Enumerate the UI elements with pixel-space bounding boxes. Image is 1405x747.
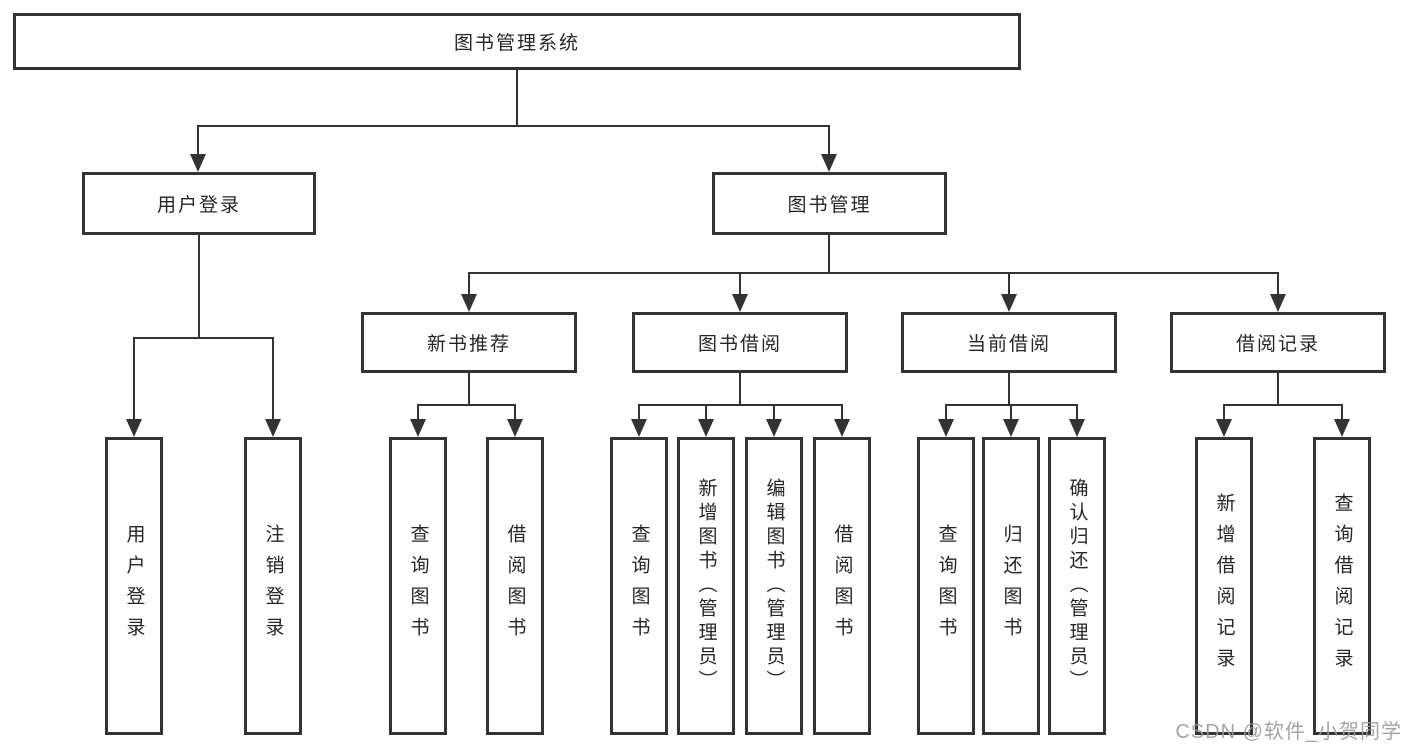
connector-current-stub	[1008, 373, 1010, 406]
arrowhead-leaf-user-login	[126, 419, 142, 437]
leaf-query-books-2: 查询图书	[610, 437, 668, 735]
connector-mgmt-arrowline-4	[1277, 272, 1279, 296]
leaf-add-borrow-record-label: 新增借阅记录	[1213, 493, 1235, 679]
connector-mgmt-arrowline-3	[1008, 272, 1010, 296]
leaf-borrow-books-2: 借阅图书	[813, 437, 871, 735]
connector-login-hbar	[134, 337, 274, 339]
leaf-edit-books-admin-label: 编辑图书（管理员）	[763, 478, 785, 694]
node-current-borrow: 当前借阅	[901, 312, 1117, 373]
leaf-add-books-admin: 新增图书（管理员）	[677, 437, 735, 735]
connector-records-arrowline-2	[1341, 404, 1343, 421]
node-borrow-records-label: 借阅记录	[1235, 334, 1320, 355]
arrowhead-user-login	[190, 154, 206, 172]
leaf-query-books-3: 查询图书	[917, 437, 975, 735]
connector-current-arrowline-3	[1076, 404, 1078, 421]
node-user-login-label: 用户登录	[156, 195, 241, 216]
arrowhead-query-borrow-record	[1334, 419, 1350, 437]
leaf-borrow-books-2-label: 借阅图书	[831, 524, 853, 648]
connector-records-hbar	[1224, 404, 1343, 406]
leaf-query-books-1-label: 查询图书	[407, 524, 429, 648]
connector-root-arrowline-left	[197, 125, 199, 156]
arrowhead-borrow-books-1	[507, 419, 523, 437]
leaf-add-books-admin-label: 新增图书（管理员）	[695, 478, 717, 694]
node-borrow-records: 借阅记录	[1170, 312, 1386, 373]
node-user-login: 用户登录	[82, 172, 316, 235]
connector-mgmt-stub	[828, 235, 830, 274]
node-new-book-recommend: 新书推荐	[361, 312, 577, 373]
arrowhead-add-borrow-record	[1216, 419, 1232, 437]
leaf-logout-label: 注销登录	[262, 524, 284, 648]
node-book-management: 图书管理	[712, 172, 947, 235]
connector-borrow-arrowline-1	[638, 404, 640, 421]
connector-recommend-stub	[468, 373, 470, 406]
connector-root-arrowline-right	[828, 125, 830, 156]
arrowhead-leaf-logout	[265, 419, 281, 437]
node-root-label: 图书管理系统	[453, 33, 580, 54]
leaf-confirm-return-admin-label: 确认归还（管理员）	[1066, 478, 1088, 694]
arrowhead-query-books-1	[410, 419, 426, 437]
connector-records-stub	[1277, 373, 1279, 406]
connector-login-arrowline-1	[133, 337, 135, 421]
watermark: CSDN @软件_小贺同学	[1175, 721, 1402, 743]
connector-recommend-hbar	[418, 404, 516, 406]
leaf-logout: 注销登录	[244, 437, 302, 735]
connector-current-arrowline-1	[945, 404, 947, 421]
connector-mgmt-arrowline-2	[739, 272, 741, 296]
connector-borrow-arrowline-3	[773, 404, 775, 421]
leaf-borrow-books-1: 借阅图书	[486, 437, 544, 735]
leaf-return-books-label: 归还图书	[1000, 524, 1022, 648]
connector-borrow-stub	[739, 373, 741, 406]
leaf-add-borrow-record: 新增借阅记录	[1195, 437, 1253, 735]
connector-root-stub	[516, 70, 518, 127]
connector-mgmt-hbar	[469, 272, 1279, 274]
leaf-return-books: 归还图书	[982, 437, 1040, 735]
arrowhead-add-books-admin	[698, 419, 714, 437]
connector-records-arrowline-1	[1223, 404, 1225, 421]
connector-mgmt-arrowline-1	[468, 272, 470, 296]
arrowhead-borrow-books-2	[834, 419, 850, 437]
connector-login-stub	[198, 235, 200, 339]
arrowhead-new-book-recommend	[461, 294, 477, 312]
leaf-borrow-books-1-label: 借阅图书	[504, 524, 526, 648]
arrowhead-query-books-2	[631, 419, 647, 437]
leaf-edit-books-admin: 编辑图书（管理员）	[745, 437, 803, 735]
node-new-book-recommend-label: 新书推荐	[426, 334, 511, 355]
connector-login-arrowline-2	[272, 337, 274, 421]
connector-root-hbar	[198, 125, 830, 127]
arrowhead-return-books	[1003, 419, 1019, 437]
connector-current-hbar	[946, 404, 1078, 406]
connector-recommend-arrowline-1	[417, 404, 419, 421]
arrowhead-current-borrow	[1001, 294, 1017, 312]
node-book-borrow-label: 图书借阅	[697, 334, 782, 355]
node-root: 图书管理系统	[13, 13, 1021, 70]
leaf-query-books-3-label: 查询图书	[935, 524, 957, 648]
node-book-management-label: 图书管理	[787, 195, 872, 216]
arrowhead-borrow-records	[1270, 294, 1286, 312]
connector-recommend-arrowline-2	[514, 404, 516, 421]
leaf-confirm-return-admin: 确认归还（管理员）	[1048, 437, 1106, 735]
leaf-user-login-label: 用户登录	[123, 524, 145, 648]
arrowhead-query-books-3	[938, 419, 954, 437]
arrowhead-confirm-return-admin	[1069, 419, 1085, 437]
leaf-query-borrow-record: 查询借阅记录	[1313, 437, 1371, 735]
leaf-query-borrow-record-label: 查询借阅记录	[1331, 493, 1353, 679]
leaf-query-books-2-label: 查询图书	[628, 524, 650, 648]
connector-borrow-arrowline-4	[841, 404, 843, 421]
node-current-borrow-label: 当前借阅	[966, 334, 1051, 355]
connector-borrow-arrowline-2	[705, 404, 707, 421]
arrowhead-edit-books-admin	[766, 419, 782, 437]
arrowhead-book-management	[821, 154, 837, 172]
leaf-query-books-1: 查询图书	[389, 437, 447, 735]
connector-borrow-hbar	[639, 404, 843, 406]
leaf-user-login: 用户登录	[105, 437, 163, 735]
connector-current-arrowline-2	[1010, 404, 1012, 421]
arrowhead-book-borrow	[732, 294, 748, 312]
node-book-borrow: 图书借阅	[632, 312, 848, 373]
